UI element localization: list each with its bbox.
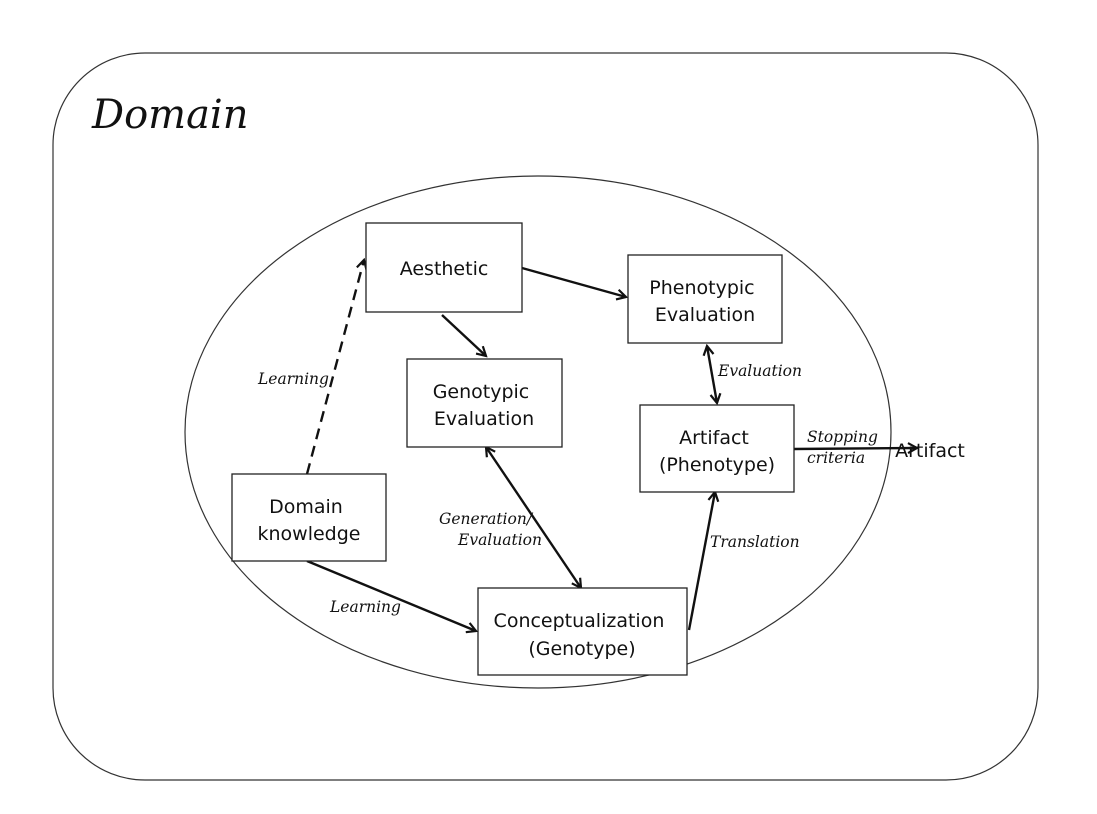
edge-label-learning-solid: Learning	[329, 598, 401, 616]
edge-stopping-criteria	[793, 448, 917, 449]
node-artifact-phenotype: Artifact (Phenotype)	[639, 404, 795, 493]
edge-genotypic-conceptualization	[486, 447, 581, 588]
edge-aesthetic-to-genotypic	[441, 314, 486, 356]
artifact-output-label: Artifact	[895, 440, 965, 462]
edge-learning-dashed	[305, 260, 364, 475]
edge-label-learning-dashed: Learning	[257, 370, 329, 388]
edge-learning-solid	[306, 559, 476, 631]
edge-aesthetic-to-phenotypic	[521, 266, 626, 297]
svg-text:Domain knowledge: Domain knowledge	[258, 496, 361, 545]
node-domain-knowledge: Domain knowledge	[231, 473, 387, 562]
edge-label-translation: Translation	[710, 533, 800, 551]
edge-phenotypic-artifact-evaluation	[707, 346, 717, 403]
node-aesthetic: Aesthetic	[365, 222, 523, 313]
svg-text:Genotypic Evaluation: Genotypic Evaluation	[433, 381, 536, 430]
node-phenotypic-evaluation: Phenotypic Evaluation	[627, 254, 783, 344]
edge-translation	[687, 492, 715, 631]
edge-label-evaluation: Evaluation	[717, 362, 802, 380]
svg-text:Conceptualization (Genot: Conceptualization (Genotype)	[494, 610, 671, 660]
svg-text:Phenotypic Evaluation: Phenotypic Evaluation	[649, 277, 760, 326]
edge-label-generation-evaluation: Generation/ Evaluation	[439, 510, 542, 549]
edge-label-stopping-criteria: Stopping criteria	[807, 428, 883, 467]
domain-title: Domain	[91, 92, 248, 138]
svg-text:Aesthetic: Aesthetic	[400, 258, 489, 280]
node-conceptualization: Conceptualization (Genotype)	[477, 587, 688, 676]
node-genotypic-evaluation: Genotypic Evaluation	[406, 358, 563, 448]
svg-text:Artifact (Phenotype): Artifact (Phenotype)	[659, 427, 775, 476]
